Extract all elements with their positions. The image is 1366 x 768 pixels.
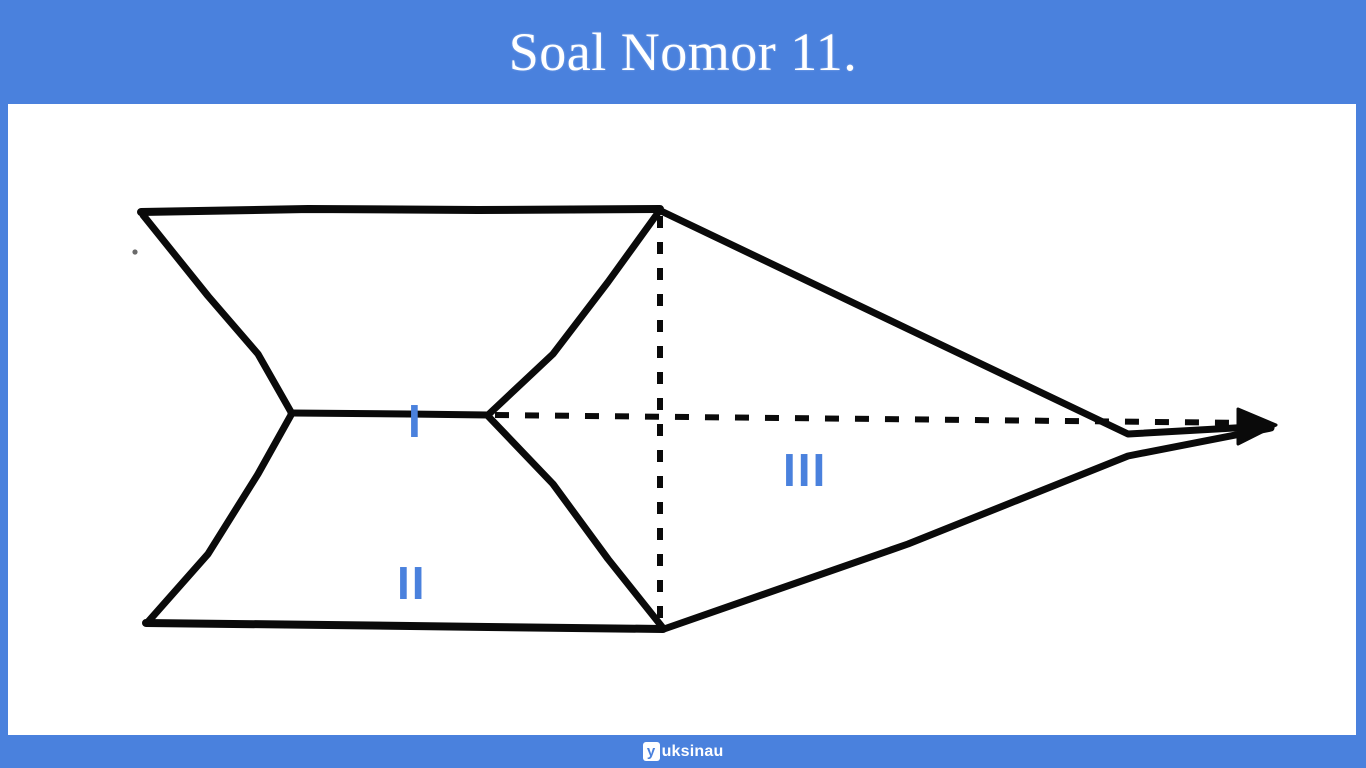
edge-lower-right bbox=[484, 412, 667, 632]
logo-wordmark: uksinau bbox=[661, 742, 724, 760]
slide-footer: y uksinau bbox=[0, 735, 1366, 768]
edge-apex-lower bbox=[660, 424, 1275, 633]
edge-middle-horizontal bbox=[287, 409, 492, 419]
page-title: Soal Nomor 11. bbox=[508, 22, 858, 82]
geometry-figure bbox=[132, 205, 1278, 633]
yuksinau-logo: y uksinau bbox=[642, 741, 724, 763]
region-label-i: I bbox=[408, 395, 423, 447]
edge-bottom bbox=[142, 619, 667, 633]
edge-lower-left bbox=[143, 411, 295, 627]
apex-point bbox=[1236, 407, 1278, 446]
edge-upper-right bbox=[484, 206, 664, 419]
slide-header: Soal Nomor 11. bbox=[0, 0, 1366, 104]
dashed-horizontal-axis bbox=[494, 412, 1257, 426]
edge-upper-left bbox=[139, 211, 295, 416]
region-label-ii: II bbox=[397, 557, 427, 609]
content-panel: I II III bbox=[8, 104, 1356, 735]
region-label-iii: III bbox=[783, 444, 828, 496]
edge-top bbox=[137, 205, 664, 216]
logo-mark-icon: y bbox=[642, 742, 660, 761]
edge-apex-upper bbox=[657, 207, 1274, 438]
stray-dot bbox=[132, 249, 138, 255]
